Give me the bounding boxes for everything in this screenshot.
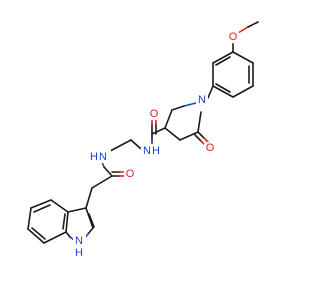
carboxamide-1 — [151, 119, 166, 145]
label-indole-hydrogen: H — [75, 247, 83, 259]
ketone-carbonyl — [194, 131, 209, 146]
label-amide2-hydrogen: H — [90, 151, 98, 163]
acetamide — [85, 161, 125, 209]
molecule-diagram: O N O O N H H N O N H — [27, 21, 259, 259]
atom-labels: O N O O N H H N O N H — [73, 31, 239, 259]
label-amide1-oxygen: O — [150, 108, 159, 120]
label-methoxy-oxygen: O — [229, 31, 238, 43]
label-ring-nitrogen: N — [198, 94, 206, 106]
label-amide2-nitrogen: N — [99, 151, 107, 163]
indole-benzene-ring — [27, 199, 69, 244]
aryl-n-bond — [207, 85, 214, 99]
label-amide1-nitrogen: N — [143, 145, 151, 157]
label-indole-nitrogen: N — [75, 235, 83, 247]
methoxyphenyl-ring — [212, 51, 254, 98]
label-amide1-hydrogen: H — [152, 145, 160, 157]
indole-five-ring — [65, 207, 95, 241]
pyrrolidinone-ring — [164, 102, 202, 141]
label-amide2-oxygen: O — [126, 168, 135, 180]
label-ketone-oxygen: O — [206, 142, 215, 154]
